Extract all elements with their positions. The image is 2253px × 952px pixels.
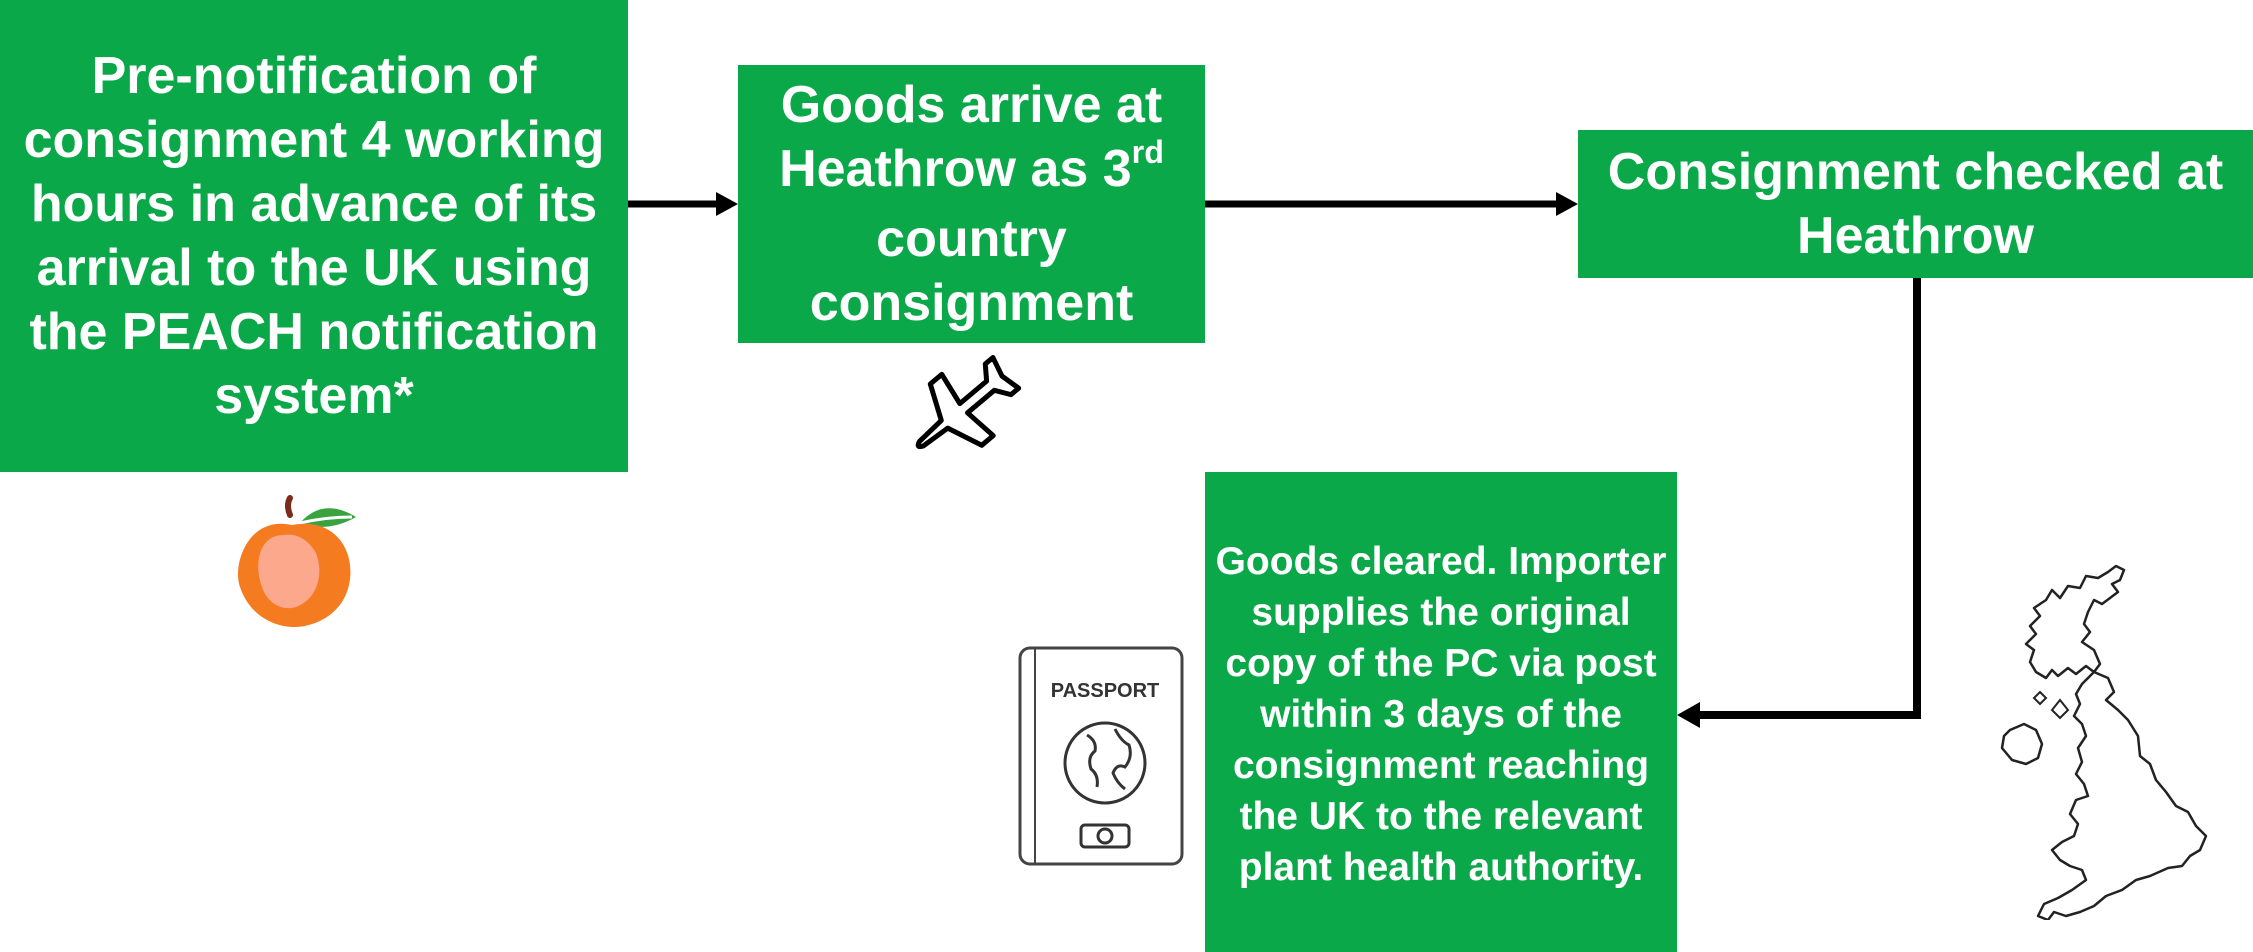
goods-arrive-line2: Heathrow as 3	[779, 140, 1132, 198]
arrow-arrive-to-checked	[1205, 192, 1578, 216]
goods-arrive-line3: country consignment	[809, 210, 1134, 332]
passport-icon: PASSPORT	[1018, 646, 1184, 866]
goods-arrive-line1: Goods arrive at	[780, 76, 1163, 134]
peach-icon	[238, 495, 356, 627]
goods-cleared-box: Goods cleared. Importer supplies the ori…	[1205, 472, 1677, 952]
consignment-checked-box: Consignment checked at Heathrow	[1578, 130, 2253, 278]
prenotification-box: Pre-notification of consignment 4 workin…	[0, 0, 628, 472]
prenotification-text: Pre-notification of consignment 4 workin…	[23, 47, 605, 425]
airplane-icon	[915, 355, 1022, 450]
ordinal-suffix: rd	[1131, 134, 1164, 171]
goods-arrive-box: Goods arrive at Heathrow as 3rd country …	[738, 65, 1205, 343]
goods-cleared-text: Goods cleared. Importer supplies the ori…	[1215, 539, 1667, 889]
goods-arrive-text: Goods arrive at Heathrow as 3rd country …	[738, 73, 1205, 335]
consignment-checked-text: Consignment checked at Heathrow	[1607, 143, 2224, 265]
arrow-prenotification-to-arrive	[628, 192, 738, 216]
passport-label: PASSPORT	[1051, 680, 1160, 702]
arrow-checked-to-cleared	[1677, 278, 1921, 728]
uk-map-icon	[2000, 564, 2208, 920]
